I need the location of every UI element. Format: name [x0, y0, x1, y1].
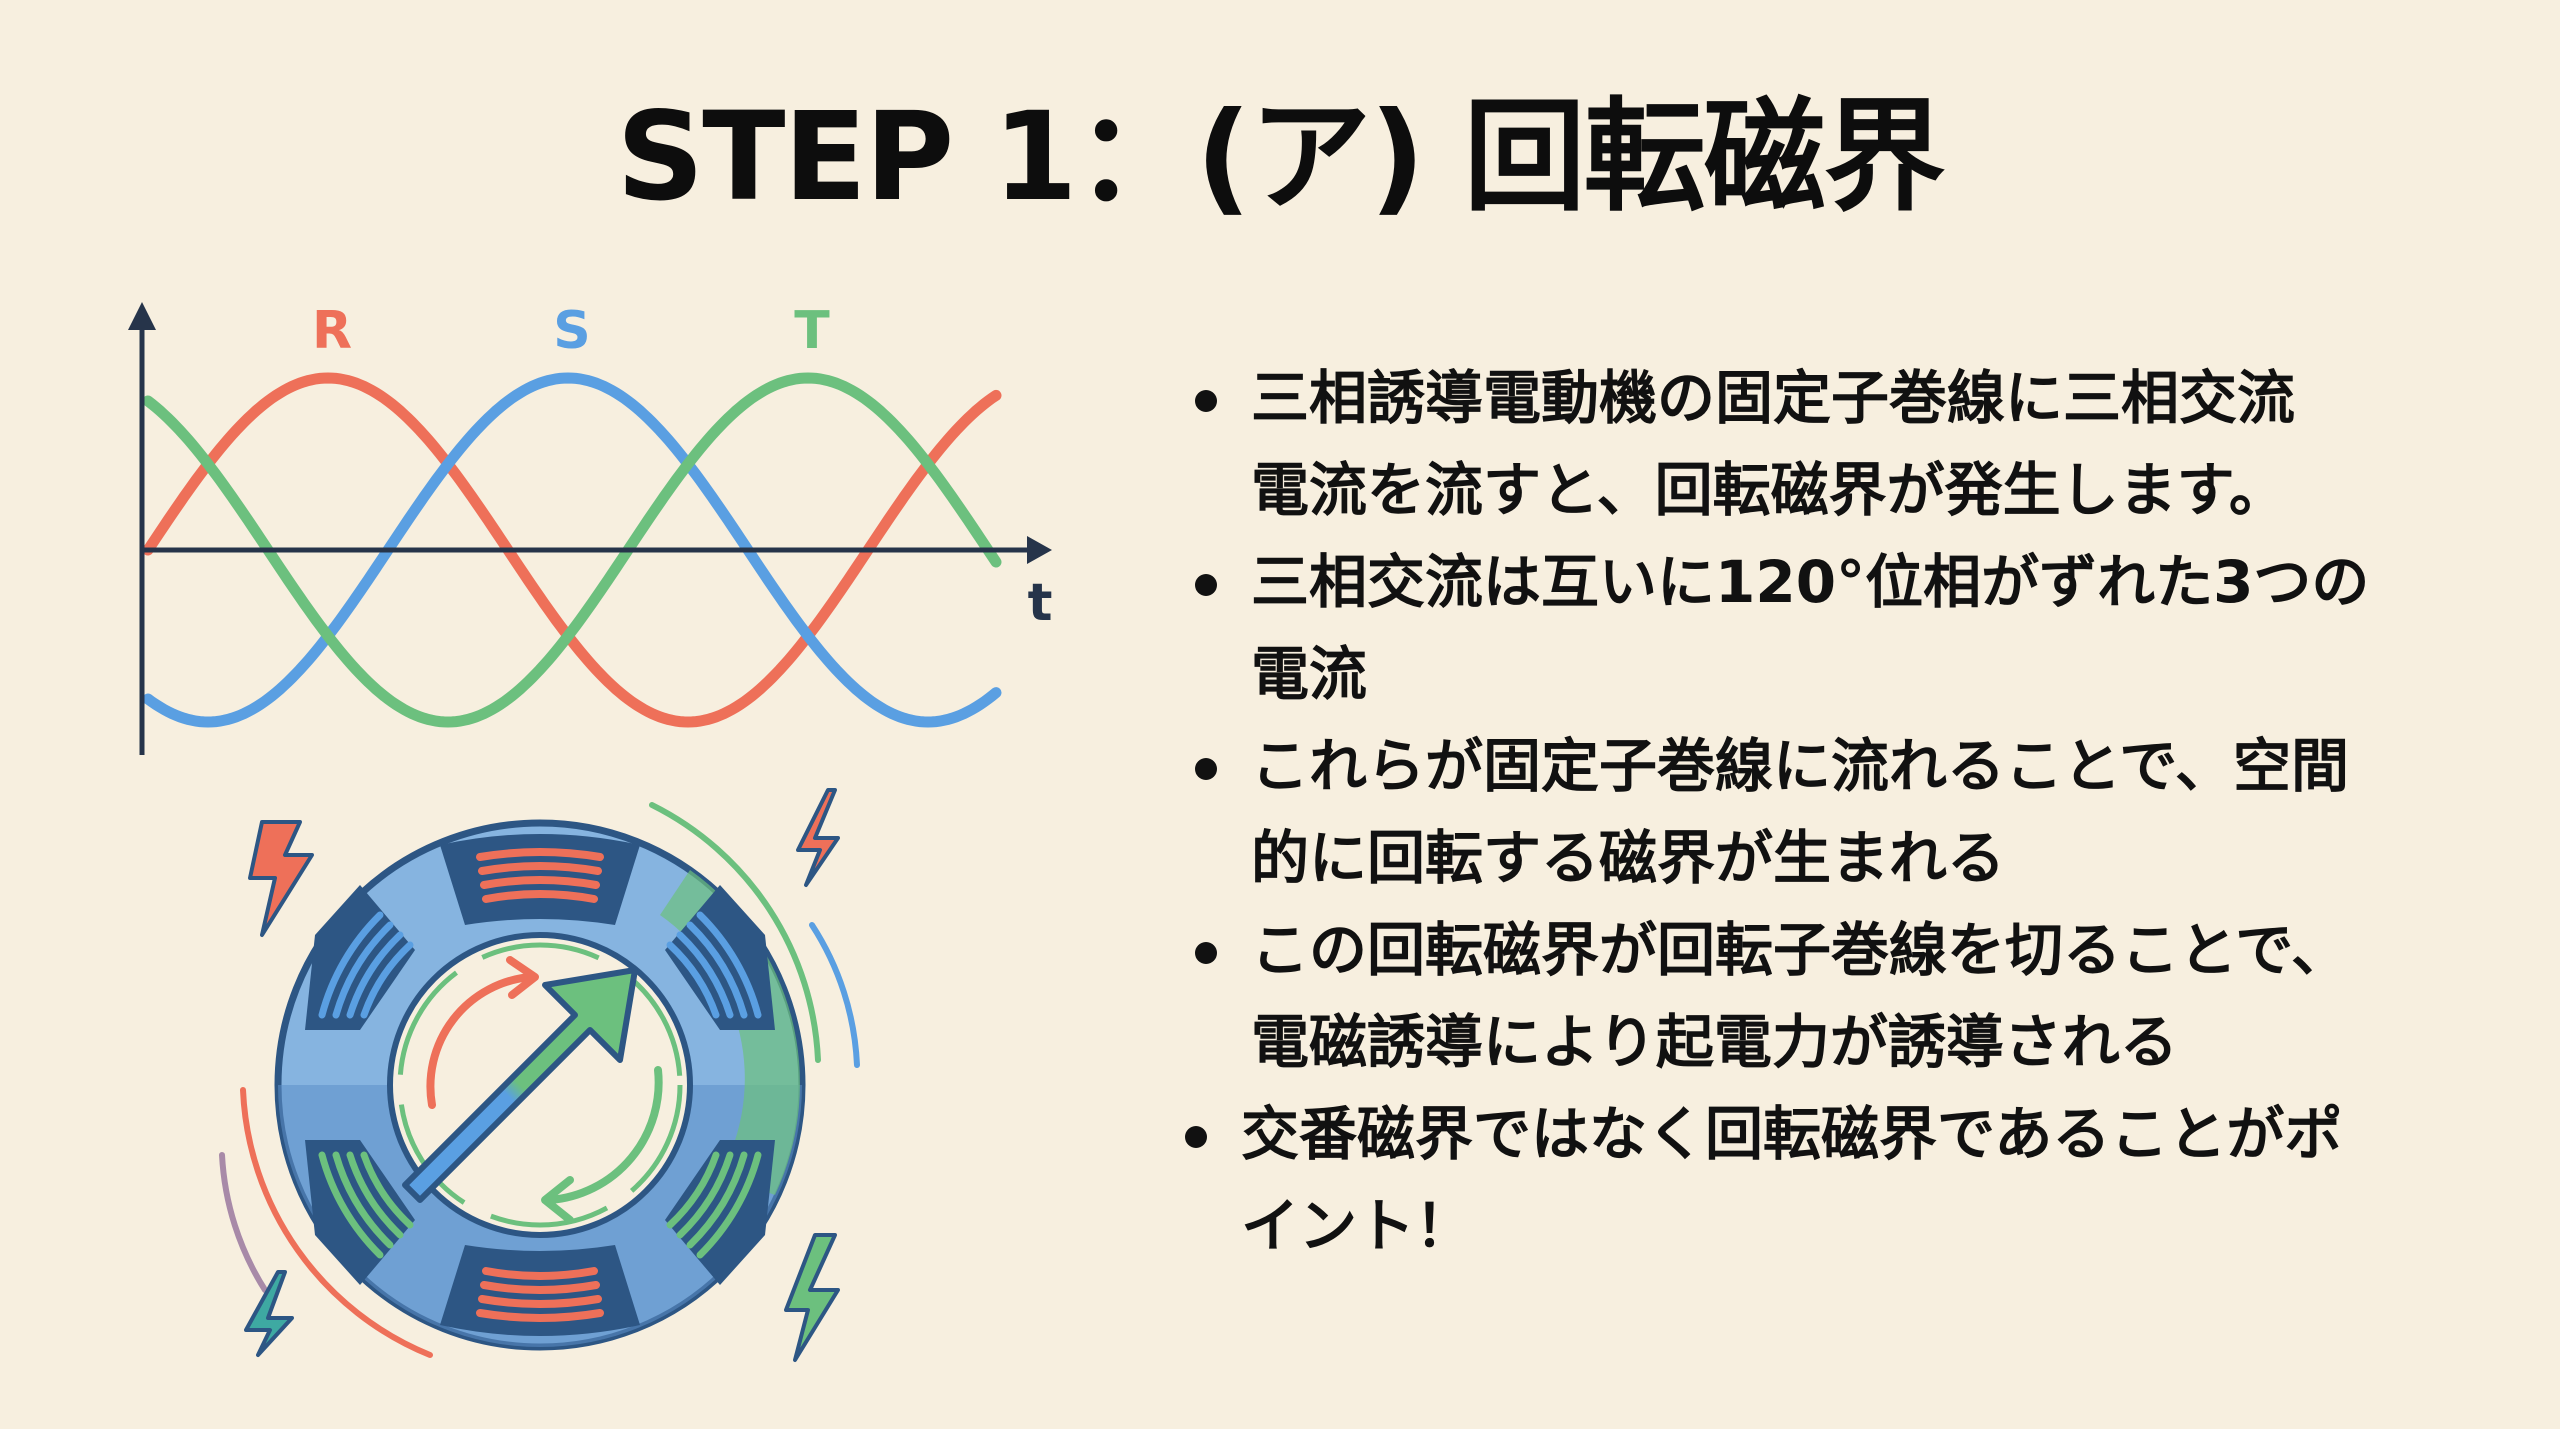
page-title: STEP 1：(ア) 回転磁界	[616, 86, 1945, 228]
bullet-item: 交番磁界ではなく回転磁界であることがポイント！	[1185, 1088, 2485, 1272]
waveform-chart: t R S T	[128, 301, 1052, 755]
bullet-text-line: この回転磁界が回転子巻線を切ることで、	[1251, 916, 2349, 984]
motion-arc-red	[240, 1087, 433, 1358]
bullet-text-line: 交番磁界ではなく回転磁界であることがポ	[1241, 1100, 2343, 1168]
bullet-text-line: 電流を流すと、回転磁界が発生します。	[1251, 456, 2287, 524]
three-phase-diagram: t R S T	[128, 301, 1052, 1362]
motion-arc-green	[649, 802, 821, 1063]
phase-s-wave	[142, 372, 1002, 728]
motion-arc-blue	[809, 922, 860, 1068]
bullet-item: この回転磁界が回転子巻線を切ることで、電磁誘導により起電力が誘導される	[1195, 904, 2485, 1088]
bullet-text-line: イント！	[1241, 1192, 1474, 1260]
bullet-text-line: これらが固定子巻線に流れることで、空間	[1251, 732, 2349, 800]
bullet-dot	[1195, 942, 1217, 964]
bullet-item: 三相交流は互いに120°位相がずれた3つの電流	[1195, 536, 2485, 720]
phase-r-wave	[142, 372, 1002, 728]
y-axis-arrow-icon	[128, 302, 156, 330]
lightning-icon-red-right	[796, 788, 840, 887]
label-s: S	[553, 301, 590, 361]
bullet-item: 三相誘導電動機の固定子巻線に三相交流電流を流すと、回転磁界が発生します。	[1195, 352, 2485, 536]
lightning-icon-green-right	[784, 1233, 840, 1362]
rotation-arrow-green-icon	[546, 1066, 663, 1204]
x-axis-arrow-icon	[1027, 536, 1052, 564]
bullet-text-line: 三相誘導電動機の固定子巻線に三相交流	[1251, 364, 2296, 432]
bullet-text-line: 電流	[1251, 640, 1368, 708]
lightning-icon-teal-left	[244, 1270, 294, 1357]
phase-t-wave	[142, 372, 1002, 728]
bullet-text-line: 的に回転する磁界が生まれる	[1251, 824, 2006, 892]
motion-arc-multicolor	[219, 1152, 268, 1293]
label-r: R	[312, 301, 352, 361]
rotation-arrow-red-icon	[426, 973, 534, 1109]
bullet-text-line: 三相交流は互いに120°位相がずれた3つの	[1251, 548, 2370, 616]
bullet-text-line: 電磁誘導により起電力が誘導される	[1251, 1008, 2178, 1076]
bullet-dot	[1195, 390, 1217, 412]
bullet-list: 三相誘導電動機の固定子巻線に三相交流電流を流すと、回転磁界が発生します。 三相交…	[1185, 352, 2485, 1272]
bullet-dot	[1195, 574, 1217, 596]
bullet-dot	[1185, 1126, 1207, 1148]
magnetic-field-arrow-icon	[402, 967, 638, 1203]
bullet-item: これらが固定子巻線に流れることで、空間的に回転する磁界が生まれる	[1195, 720, 2485, 904]
motor-illustration	[274, 819, 806, 1351]
lightning-icon-red-left	[248, 820, 314, 937]
bullet-dot	[1195, 758, 1217, 780]
axis-label-t: t	[1028, 573, 1053, 633]
label-t: T	[794, 301, 830, 361]
